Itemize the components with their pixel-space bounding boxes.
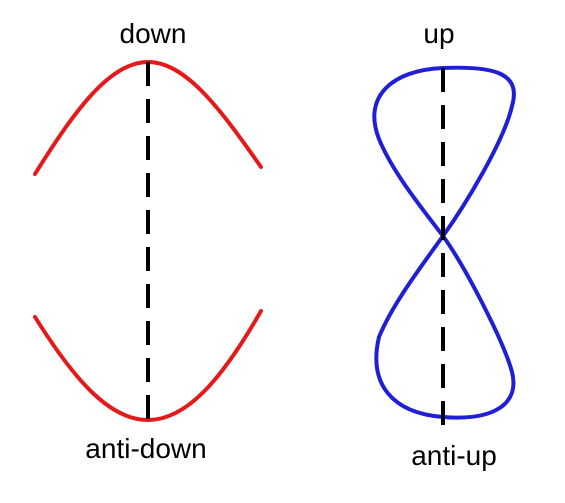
down-antidown-group [33, 59, 263, 423]
label-down: down [120, 18, 187, 49]
label-anti-up: anti-up [411, 440, 497, 471]
anti-down-curve [33, 309, 263, 423]
label-anti-down: anti-down [85, 433, 206, 464]
up-antiup-group [372, 65, 516, 428]
label-up: up [423, 18, 454, 49]
